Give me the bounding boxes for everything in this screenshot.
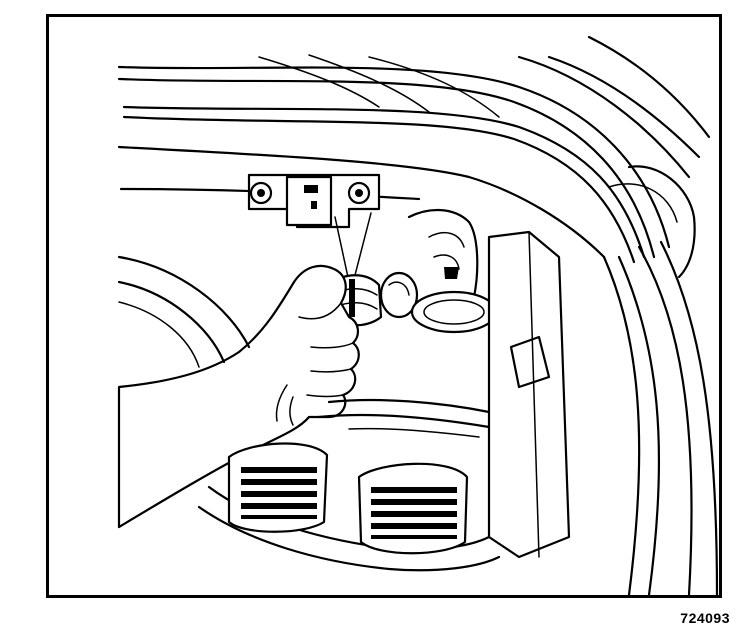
bracket-icon bbox=[247, 173, 381, 283]
figure-number: 724093 bbox=[680, 610, 730, 626]
hand-icon bbox=[117, 264, 360, 529]
vent-grille-left bbox=[227, 442, 329, 533]
bulb-icon bbox=[379, 271, 419, 319]
lamp-housing bbox=[407, 208, 498, 334]
vent-grille-right bbox=[357, 462, 469, 555]
illustration-frame bbox=[46, 14, 722, 598]
pillar-outline bbox=[602, 165, 719, 595]
body-panel-lines bbox=[117, 35, 711, 264]
service-illustration bbox=[117, 35, 719, 595]
lens-panel bbox=[487, 230, 571, 559]
